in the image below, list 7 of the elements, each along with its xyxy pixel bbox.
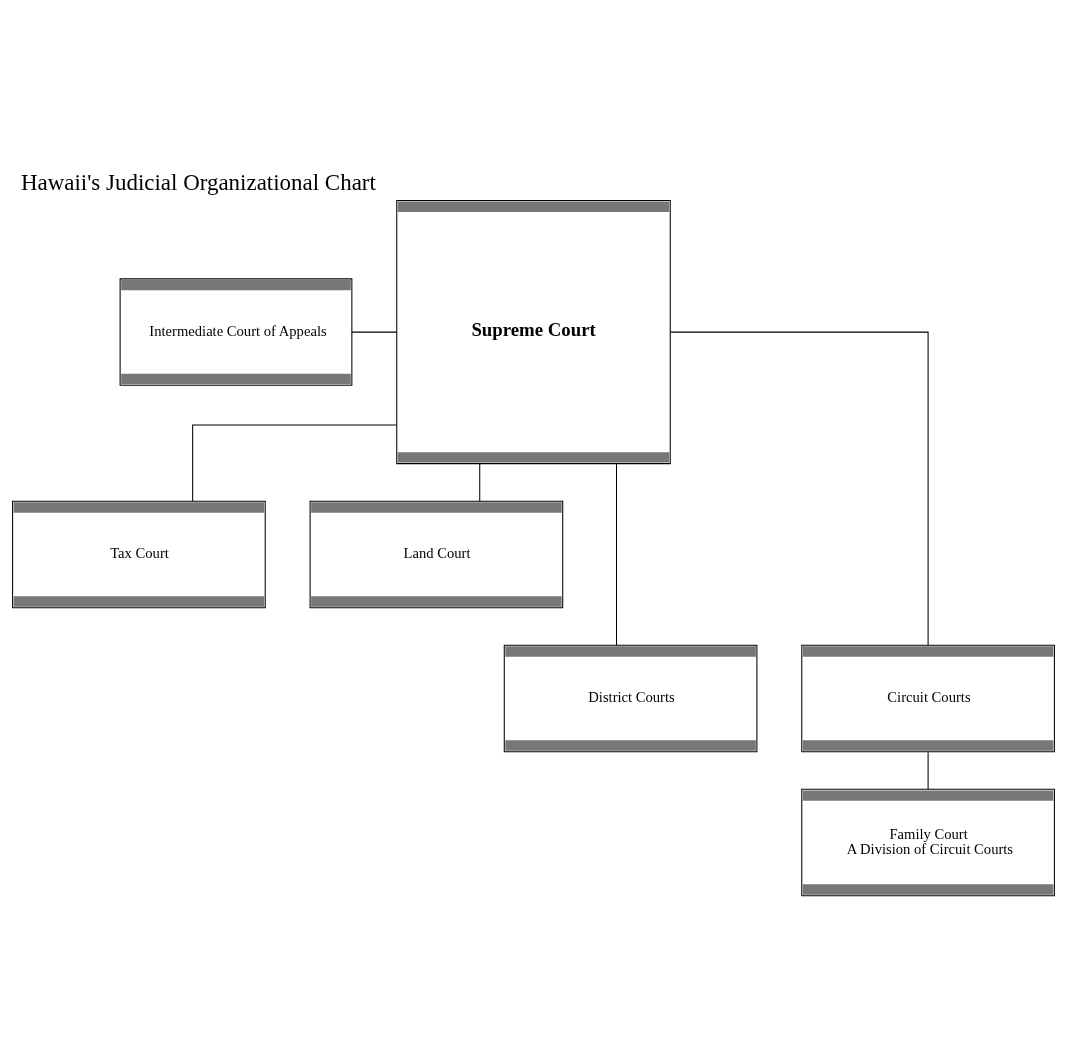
- connector: [927, 751, 929, 789]
- connector: [351, 331, 398, 333]
- connector: [192, 424, 397, 502]
- connector: [615, 462, 617, 646]
- connector: [479, 462, 481, 502]
- diagram-title: Hawaii's Judicial Organizational Chart: [20, 169, 376, 195]
- connector: [669, 331, 929, 646]
